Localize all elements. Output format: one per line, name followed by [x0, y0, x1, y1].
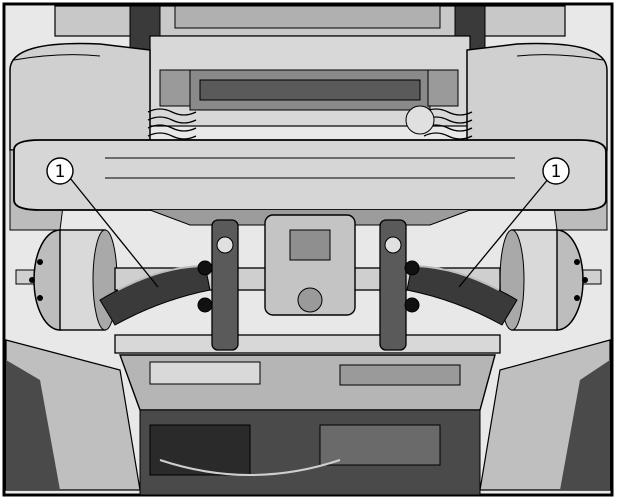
callout-left: 1: [46, 157, 74, 185]
leader-line-right: [458, 177, 550, 288]
callout-label-right: 1: [551, 162, 562, 182]
upper-frame: [54, 5, 566, 127]
radius-arm-left: [99, 264, 211, 326]
axle-bracket-left: [197, 219, 239, 351]
brake-drum-left: [15, 229, 118, 331]
axle-bracket-right: [379, 219, 420, 351]
lower-crossmember: [119, 354, 496, 496]
brake-drum-right: [499, 229, 602, 331]
radius-arm-right: [406, 264, 518, 326]
callout-label-left: 1: [55, 162, 66, 182]
callout-right: 1: [542, 157, 570, 185]
leader-line-left: [69, 177, 159, 288]
shock-absorbers: [147, 69, 473, 140]
